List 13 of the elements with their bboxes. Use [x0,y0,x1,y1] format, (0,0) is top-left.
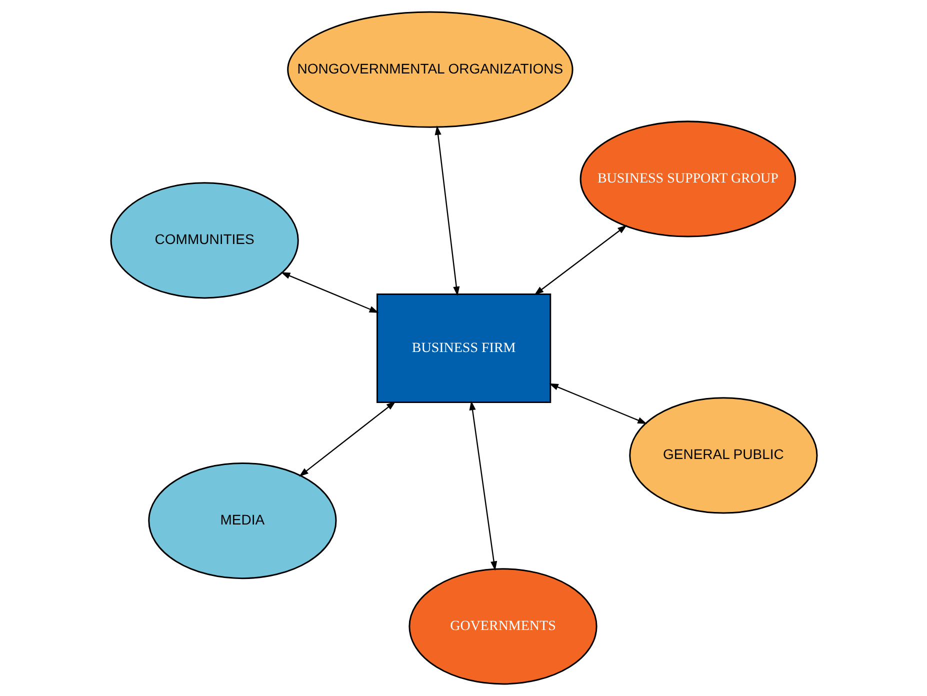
node-ellipse: COMMUNITIES [110,182,298,299]
arrow [548,383,647,424]
node-ellipse: BUSINESS SUPPORT GROUP [579,120,796,238]
node-ellipse: GENERAL PUBLIC [628,397,818,514]
node-box: BUSINESS FIRM [376,293,551,404]
arrow [468,400,497,571]
arrow [434,126,460,296]
arrow [534,225,626,296]
arrow [298,401,396,477]
node-ellipse: MEDIA [148,462,336,580]
arrow [280,272,378,313]
node-ellipse: GOVERNMENTS [408,568,597,685]
node-ellipse: NONGOVERNMENTAL ORGANIZATIONS [286,11,573,128]
